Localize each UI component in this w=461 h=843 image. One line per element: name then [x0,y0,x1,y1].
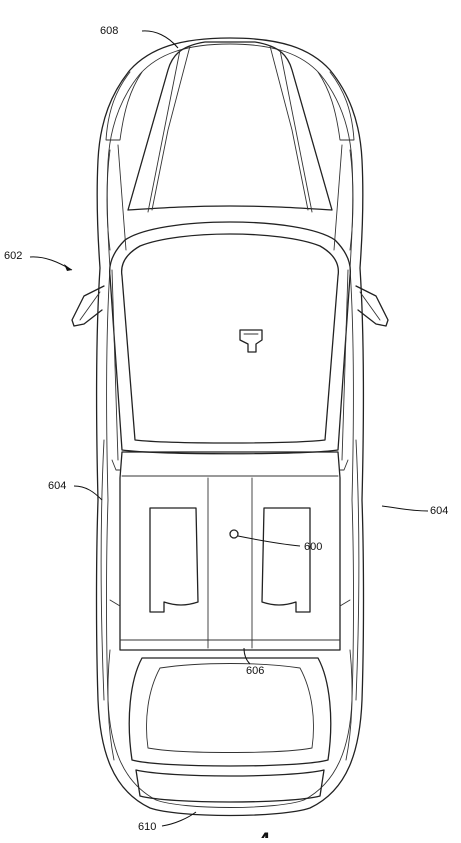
front-left-fender [105,71,143,141]
right-b-pillar-detail [339,459,349,471]
left-mirror-detail [79,291,101,321]
front-right-pillar-line [333,144,343,251]
rearview-mirror-icon [239,329,263,353]
component-600-marker [229,529,239,539]
right-a-pillar [341,269,349,461]
leader-602 [29,256,73,271]
right-seat [261,507,311,613]
rear-window-outer [128,657,332,767]
front-right-wheel-arch [349,149,354,251]
vehicle-body-outline [95,37,365,817]
vehicle-body-inner-outline [106,43,354,808]
leader-610 [161,811,197,827]
label-606: 606 [246,665,264,677]
left-body-side-line [100,439,105,701]
trunk-lid [135,769,325,803]
label-602: 602 [4,250,22,262]
right-body-side-line [355,439,360,701]
front-left-wheel-arch [106,149,111,251]
hood-inner-left [151,45,191,211]
right-side-mirror [355,285,389,327]
label-610: 610 [138,821,156,833]
label-608: 608 [100,25,118,37]
left-side-mirror [71,285,105,327]
hood-crease-left [147,49,181,213]
leader-604-left [73,485,103,501]
label-604-left: 604 [48,480,66,492]
arrow-602 [64,264,72,271]
leader-600 [237,535,301,547]
label-604-right: 604 [430,505,448,517]
rear-window-inner [146,663,314,753]
left-b-pillar-detail [111,459,121,471]
figure-number: 4 [258,828,271,838]
label-600: 600 [304,541,322,553]
glass-roof-inner [120,233,340,444]
hood-inner-right [269,45,309,211]
leader-608 [141,30,179,49]
hood-crease-right [279,49,313,213]
left-a-pillar [111,269,119,461]
leader-604-right [381,505,429,512]
rear-right-wheel-arch [345,649,353,761]
leader-606 [243,647,251,665]
front-left-pillar-line [117,144,127,251]
glass-roof-outer [109,221,351,455]
cabin-outline [119,451,341,651]
left-seat [149,507,199,613]
front-right-fender [317,71,355,141]
right-c-pillar-detail [339,599,351,607]
left-c-pillar-detail [109,599,121,607]
right-mirror-detail [359,291,381,321]
hood-outline [127,41,333,211]
rear-left-wheel-arch [107,649,115,761]
